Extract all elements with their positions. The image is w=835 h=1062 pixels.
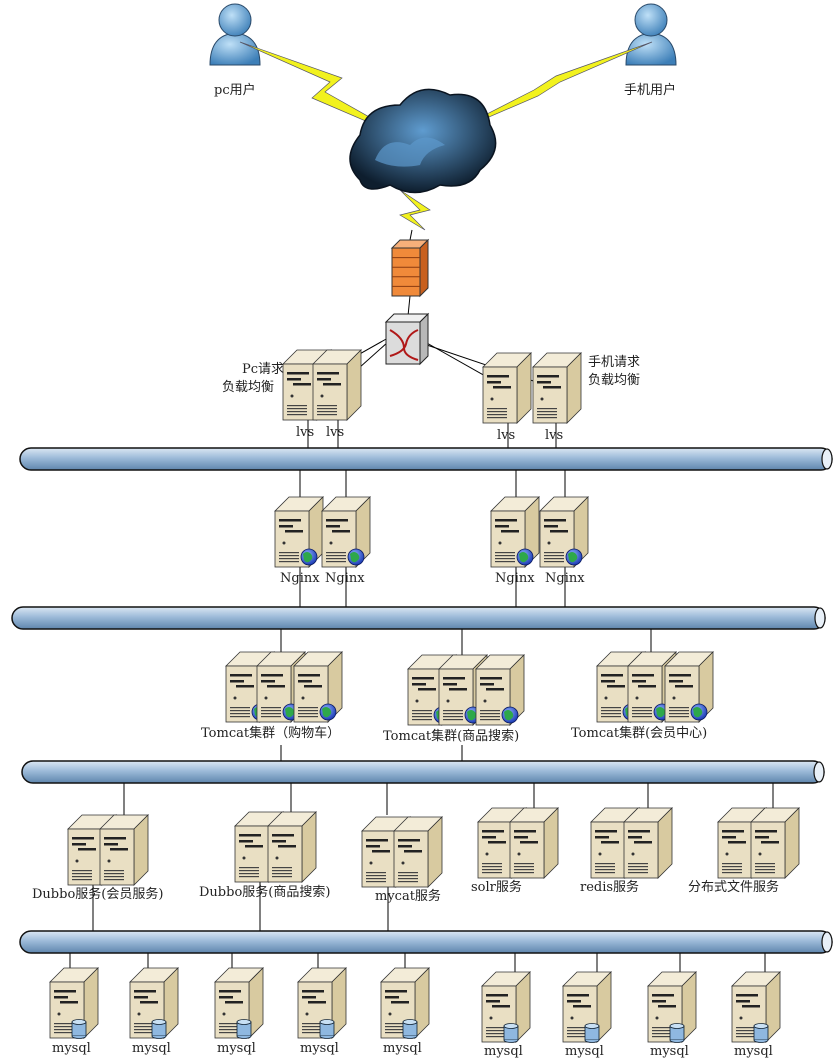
network-bus (19, 930, 833, 954)
mysql-label: mysql (650, 1044, 689, 1059)
service-label: mycat服务 (375, 889, 441, 904)
server-icon (99, 814, 149, 886)
database-icon (319, 1019, 335, 1039)
service-label: redis服务 (580, 880, 640, 895)
database-icon (753, 1023, 769, 1043)
service-label: solr服务 (471, 880, 522, 895)
server-icon (532, 352, 582, 424)
server-icon (623, 807, 673, 879)
server-icon (562, 971, 612, 1043)
lvs-label: lvs (497, 428, 516, 443)
server-icon (750, 807, 800, 879)
server-icon (490, 496, 540, 568)
server-icon (393, 816, 443, 888)
server-icon (321, 496, 371, 568)
server-icon (274, 496, 324, 568)
server-icon (297, 967, 347, 1039)
pc-lb-label: Pc请求 (242, 362, 285, 377)
pc-user-label: pc用户 (214, 83, 256, 98)
lvs-label: lvs (326, 425, 345, 440)
database-icon (669, 1023, 685, 1043)
server-icon (475, 654, 525, 726)
switch-icon (384, 312, 430, 366)
server-icon (293, 651, 343, 723)
service-label: Dubbo服务(商品搜索) (199, 885, 331, 900)
server-icon (664, 651, 714, 723)
pc-lb-label: 负载均衡 (222, 380, 275, 395)
nginx-label: Nginx (545, 571, 585, 586)
nginx-label: Nginx (495, 571, 535, 586)
mysql-label: mysql (217, 1041, 256, 1056)
server-icon (647, 971, 697, 1043)
mysql-label: mysql (734, 1044, 773, 1059)
user-icon (209, 3, 261, 66)
server-icon (214, 967, 264, 1039)
cloud-icon (349, 88, 497, 194)
connection-line (409, 229, 413, 241)
user-icon (625, 3, 677, 66)
server-icon (129, 967, 179, 1039)
mysql-label: mysql (484, 1044, 523, 1059)
server-icon (539, 496, 589, 568)
mysql-label: mysql (52, 1041, 91, 1056)
server-icon (312, 349, 362, 421)
server-icon (509, 807, 559, 879)
connection-line (407, 295, 411, 317)
server-icon (731, 971, 781, 1043)
lvs-label: lvs (296, 425, 315, 440)
network-bus (19, 447, 833, 471)
database-icon (236, 1019, 252, 1039)
server-icon (49, 967, 99, 1039)
server-icon (267, 811, 317, 883)
database-icon (151, 1019, 167, 1039)
mysql-label: mysql (132, 1041, 171, 1056)
nginx-label: Nginx (325, 571, 365, 586)
database-icon (71, 1019, 87, 1039)
mobile-lb-label: 负载均衡 (588, 373, 641, 388)
mysql-label: mysql (300, 1041, 339, 1056)
tomcat-cluster-label: Tomcat集群(会员中心) (571, 726, 708, 741)
server-icon (380, 967, 430, 1039)
lightning-icon (399, 189, 431, 231)
service-label: 分布式文件服务 (688, 880, 780, 895)
mobile-user-label: 手机用户 (624, 83, 677, 98)
server-icon (482, 352, 532, 424)
service-label: Dubbo服务(会员服务) (32, 887, 164, 902)
tomcat-cluster-label: Tomcat集群（购物车） (201, 726, 341, 741)
mysql-label: mysql (383, 1041, 422, 1056)
firewall-icon (390, 238, 430, 298)
database-icon (584, 1023, 600, 1043)
network-bus (21, 760, 825, 784)
database-icon (503, 1023, 519, 1043)
network-bus (11, 606, 826, 630)
database-icon (402, 1019, 418, 1039)
lvs-label: lvs (545, 428, 564, 443)
tomcat-cluster-label: Tomcat集群(商品搜索) (383, 729, 520, 744)
mysql-label: mysql (565, 1044, 604, 1059)
mobile-lb-label: 手机请求 (588, 355, 641, 370)
server-icon (481, 971, 531, 1043)
nginx-label: Nginx (280, 571, 320, 586)
